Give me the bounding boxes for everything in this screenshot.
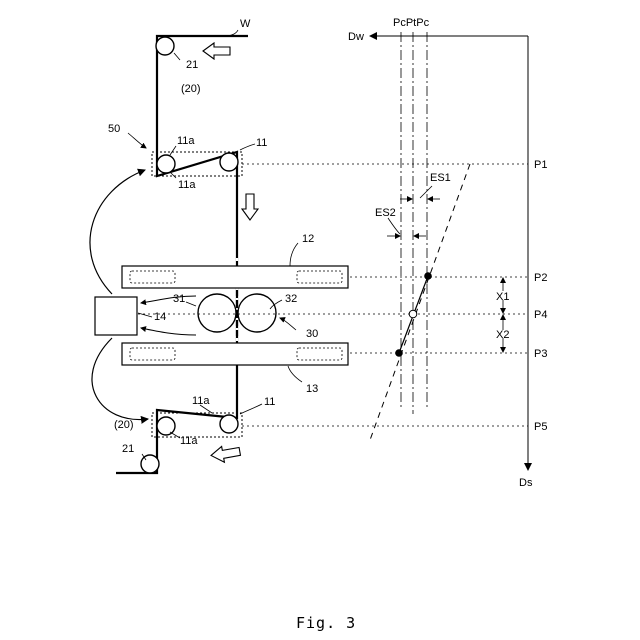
label-p1: P1 — [534, 159, 547, 171]
label-30: 30 — [306, 328, 318, 340]
label-dw: Dw — [348, 31, 364, 43]
label-50: 50 — [108, 123, 120, 135]
label-x1: X1 — [496, 291, 509, 303]
roller-31 — [198, 294, 236, 332]
web-direction-arrow-bottom — [210, 444, 241, 465]
point-p4 — [409, 310, 417, 318]
roller-11a-bottom-right — [220, 415, 238, 433]
label-es1: ES1 — [430, 172, 451, 184]
web-direction-arrow-top — [203, 43, 230, 59]
label-es2: ES2 — [375, 207, 396, 219]
label-31: 31 — [173, 293, 185, 305]
label-p3: P3 — [534, 348, 547, 360]
web-path — [116, 36, 248, 473]
roller-11a-bottom-left — [157, 417, 175, 435]
label-p5: P5 — [534, 421, 547, 433]
roller-32 — [238, 294, 276, 332]
leader-lines — [128, 30, 302, 460]
label-p2: P2 — [534, 272, 547, 284]
label-20-top: (20) — [181, 83, 201, 95]
figure-caption: Fig. 3 — [296, 614, 356, 632]
label-21-bottom: 21 — [122, 443, 134, 455]
label-11a-top-left: 11a — [177, 135, 195, 147]
label-p4: P4 — [534, 309, 547, 321]
plate-12 — [122, 266, 348, 288]
label-11-top: 11 — [256, 137, 267, 149]
label-ds: Ds — [519, 477, 533, 489]
roller-21-top — [156, 37, 174, 55]
signal-arrow-12 — [141, 296, 196, 303]
roller-11a-top-left — [157, 155, 175, 173]
label-20-bottom: (20) — [114, 419, 134, 431]
web-direction-arrow-down — [242, 194, 258, 220]
label-21-top: 21 — [186, 59, 198, 71]
label-w: W — [240, 18, 251, 30]
center-lines — [401, 32, 427, 414]
controller-box-14 — [95, 297, 137, 335]
reference-lines — [138, 164, 528, 426]
roller-21-bottom — [141, 455, 159, 473]
label-11a-bottom-bottom: 11a — [180, 435, 198, 447]
label-32: 32 — [285, 293, 297, 305]
characteristic-dashed-line — [370, 164, 470, 440]
plate-13 — [122, 343, 348, 365]
label-11a-top-bottom: 11a — [178, 179, 196, 191]
label-14: 14 — [154, 311, 166, 323]
label-11a-bottom-top: 11a — [192, 395, 210, 407]
label-x2: X2 — [496, 329, 509, 341]
label-11-bottom: 11 — [264, 396, 275, 408]
signal-arrow-13 — [141, 328, 196, 335]
roller-11a-top-right — [220, 153, 238, 171]
label-pcptpc: PcPtPc — [393, 17, 430, 29]
label-12: 12 — [302, 233, 314, 245]
point-p3 — [395, 349, 403, 357]
label-13: 13 — [306, 383, 318, 395]
point-p2 — [424, 272, 432, 280]
